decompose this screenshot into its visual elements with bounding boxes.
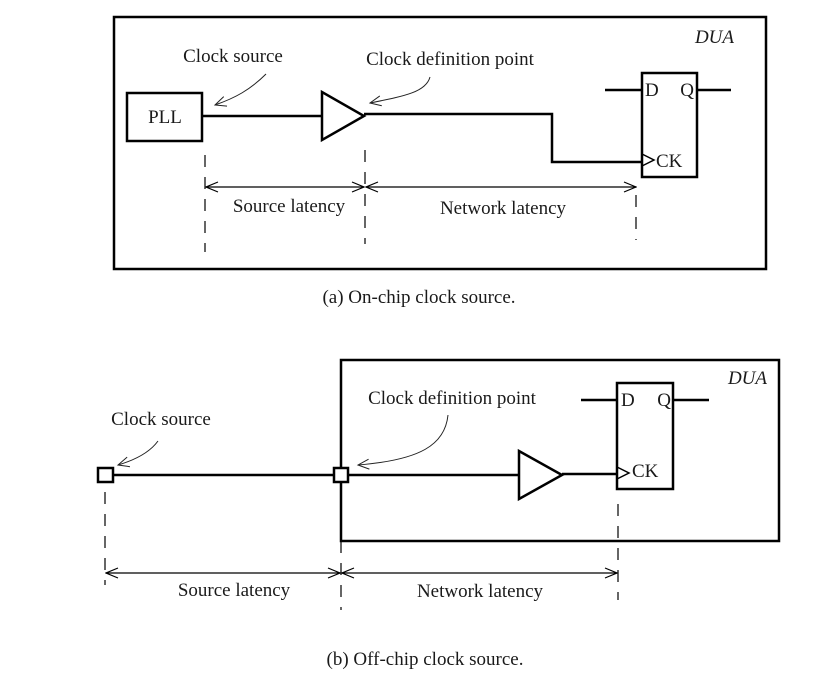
clock-source-label-b: Clock source [111,409,211,430]
dua-label-a: DUA [694,27,734,48]
ff-d-label-a: D [645,80,659,101]
clock-source-label-a: Clock source [183,46,283,67]
clock-input-triangle-b [616,466,631,480]
source-latency-label-a: Source latency [233,196,346,217]
clock-definition-pin-b [332,466,350,484]
caption-b: (b) Off-chip clock source. [327,649,524,670]
clock-buffer-b [517,448,565,502]
clock-source-pointer-b [116,440,159,468]
wire-buffer-ck-a [364,112,642,164]
ff-q-label-a: Q [680,80,694,101]
dua-label-b: DUA [727,368,767,389]
figure-b-off-chip: DUA D Q CK Clock source Clock definition… [96,358,781,670]
clock-input-triangle-a [641,153,656,167]
source-latency-label-b: Source latency [178,580,291,601]
dua-boundary-b [339,358,781,543]
clock-definition-label-b: Clock definition point [368,388,537,409]
ff-ck-label-b: CK [632,461,659,482]
pll-block [125,91,204,143]
clock-buffer-a [320,89,367,143]
clock-definition-pointer-b [356,414,449,470]
dua-boundary-a [112,15,768,271]
clock-source-pin-b [96,466,115,484]
clock-definition-pointer-a [368,76,431,107]
clock-definition-label-a: Clock definition point [366,49,535,70]
ff-d-label-b: D [621,390,635,411]
figure-a-on-chip: DUA PLL D Q CK Clock source Clock defini… [112,15,768,308]
ff-ck-label-a: CK [656,151,683,172]
pll-label: PLL [148,107,182,128]
network-latency-label-a: Network latency [440,198,567,219]
caption-a: (a) On-chip clock source. [322,287,515,308]
clock-source-pointer-a [213,73,267,107]
ff-q-label-b: Q [657,390,671,411]
network-latency-label-b: Network latency [417,581,544,602]
flip-flop-a [640,71,699,179]
